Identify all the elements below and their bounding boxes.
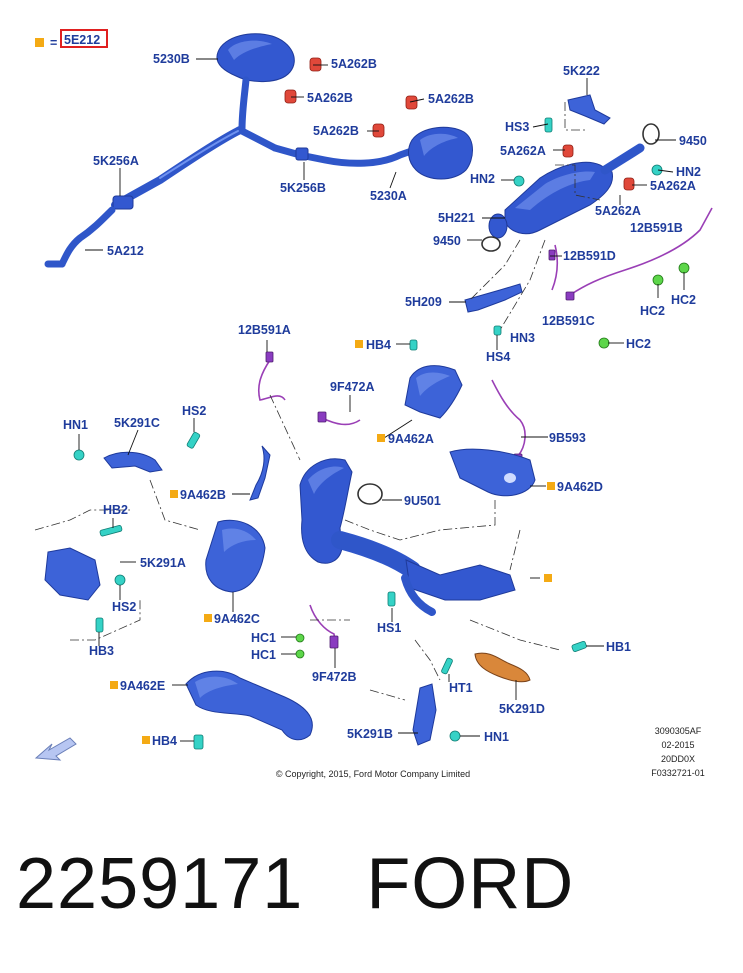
- label-9A462A: 9A462A: [388, 432, 434, 446]
- label-9450: 9450: [679, 134, 707, 148]
- label-HB3: HB3: [89, 644, 114, 658]
- label-5H221: 5H221: [438, 211, 475, 225]
- label-5230B: 5230B: [153, 52, 190, 66]
- marker-squares: [110, 340, 555, 744]
- info-line-1: 3090305AF: [655, 726, 702, 736]
- info-block: 3090305AF 02-2015 20DD0X F0332721-01: [651, 726, 705, 778]
- dpf-5H221: [488, 143, 645, 239]
- label-5A262A: 5A262A: [595, 204, 641, 218]
- leader-lines: [78, 58, 685, 742]
- label-HN1: HN1: [63, 418, 88, 432]
- front-muffler-5230A: [408, 126, 473, 180]
- label-HN1: HN1: [484, 730, 509, 744]
- parts-geometry: [34, 33, 713, 761]
- legend-part-number: 5E212: [64, 33, 100, 47]
- label-HS1: HS1: [377, 621, 401, 635]
- label-HS4: HS4: [486, 350, 510, 364]
- label-9B593: 9B593: [549, 431, 586, 445]
- label-HC2: HC2: [640, 304, 665, 318]
- label-HN3: HN3: [510, 331, 535, 345]
- label-9A462E: 9A462E: [120, 679, 165, 693]
- part-labels: 5230B 5A262B 5A262B 5A262B 5A262B 5K256A…: [63, 52, 707, 748]
- label-5K256A: 5K256A: [93, 154, 139, 168]
- label-9A462B: 9A462B: [180, 488, 226, 502]
- orientation-arrow-icon: [34, 737, 77, 761]
- label-12B591B: 12B591B: [630, 221, 683, 235]
- label-12B591C: 12B591C: [542, 314, 595, 328]
- legend-marker-square: [35, 38, 44, 47]
- label-HB4: HB4: [152, 734, 177, 748]
- label-HC2: HC2: [671, 293, 696, 307]
- label-12B591D: 12B591D: [563, 249, 616, 263]
- label-HC1: HC1: [251, 648, 276, 662]
- copyright-text: © Copyright, 2015, Ford Motor Company Li…: [276, 769, 470, 779]
- label-5A262B: 5A262B: [331, 57, 377, 71]
- label-HB4: HB4: [366, 338, 391, 352]
- label-HN2: HN2: [676, 165, 701, 179]
- rear-muffler-5230B: [216, 33, 295, 82]
- label-5A262B: 5A262B: [307, 91, 353, 105]
- label-5H209: 5H209: [405, 295, 442, 309]
- label-5K291A: 5K291A: [140, 556, 186, 570]
- label-HC1: HC1: [251, 631, 276, 645]
- label-5A262A: 5A262A: [500, 144, 546, 158]
- label-9A462C: 9A462C: [214, 612, 260, 626]
- label-5230A: 5230A: [370, 189, 407, 203]
- label-HS3: HS3: [505, 120, 529, 134]
- label-HC2: HC2: [626, 337, 651, 351]
- label-5K222: 5K222: [563, 64, 600, 78]
- assembly-lines: [34, 102, 601, 701]
- catalytic-converter: [299, 458, 516, 616]
- label-5A262A: 5A262A: [650, 179, 696, 193]
- label-9F472A: 9F472A: [330, 380, 374, 394]
- label-HS2: HS2: [182, 404, 206, 418]
- label-HB2: HB2: [103, 503, 128, 517]
- label-5K291B: 5K291B: [347, 727, 393, 741]
- label-5K291C: 5K291C: [114, 416, 160, 430]
- legend: = 5E212: [35, 29, 108, 50]
- info-line-3: 20DD0X: [661, 754, 695, 764]
- legend-equals: =: [50, 36, 57, 50]
- part-number-caption: 2259171 FORD: [16, 844, 575, 924]
- label-HT1: HT1: [449, 681, 473, 695]
- label-5K256B: 5K256B: [280, 181, 326, 195]
- label-12B591A: 12B591A: [238, 323, 291, 337]
- label-5K291D: 5K291D: [499, 702, 545, 716]
- info-line-2: 02-2015: [661, 740, 694, 750]
- label-5A262B: 5A262B: [428, 92, 474, 106]
- label-HB1: HB1: [606, 640, 631, 654]
- label-9U501: 9U501: [404, 494, 441, 508]
- label-9F472B: 9F472B: [312, 670, 356, 684]
- label-9450: 9450: [433, 234, 461, 248]
- label-HN2: HN2: [470, 172, 495, 186]
- legend-box: [60, 29, 108, 48]
- label-HS2: HS2: [112, 600, 136, 614]
- label-5A212: 5A212: [107, 244, 144, 258]
- info-line-4: F0332721-01: [651, 768, 705, 778]
- label-5A262B: 5A262B: [313, 124, 359, 138]
- label-9A462D: 9A462D: [557, 480, 603, 494]
